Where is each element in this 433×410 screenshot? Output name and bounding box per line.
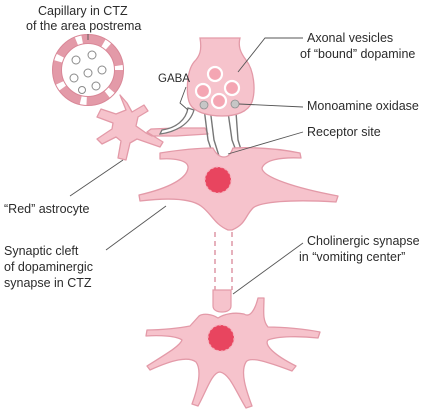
label-cholinergic-1: Cholinergic synapse	[307, 234, 420, 248]
nucleus	[207, 324, 235, 352]
label-cleft-3: synapse in CTZ	[4, 276, 92, 290]
descending-axon	[212, 232, 233, 313]
leader-lines	[69, 34, 304, 295]
dopamine-vesicles	[194, 65, 241, 110]
label-receptor: Receptor site	[307, 125, 381, 139]
capillary	[52, 34, 124, 106]
label-astrocyte: “Red” astrocyte	[4, 202, 89, 216]
labels: Capillary in CTZ of the area postrema GA…	[4, 4, 420, 290]
lower-neuron	[145, 297, 321, 409]
dopaminergic-axon	[158, 37, 255, 157]
nucleus	[204, 166, 232, 194]
upper-neuron	[138, 147, 339, 231]
red-astrocyte	[96, 94, 209, 161]
label-cholinergic-2: in “vomiting center”	[299, 250, 405, 264]
label-capillary-2: of the area postrema	[26, 19, 141, 33]
label-vesicles-1: Axonal vesicles	[307, 31, 393, 45]
label-vesicles-2: of “bound” dopamine	[300, 47, 415, 61]
label-cleft-1: Synaptic cleft	[4, 244, 79, 258]
label-gaba: GABA	[158, 73, 190, 85]
label-mao: Monoamine oxidase	[307, 99, 419, 113]
label-cleft-2: of dopaminergic	[4, 260, 93, 274]
label-capillary-1: Capillary in CTZ	[38, 4, 128, 18]
